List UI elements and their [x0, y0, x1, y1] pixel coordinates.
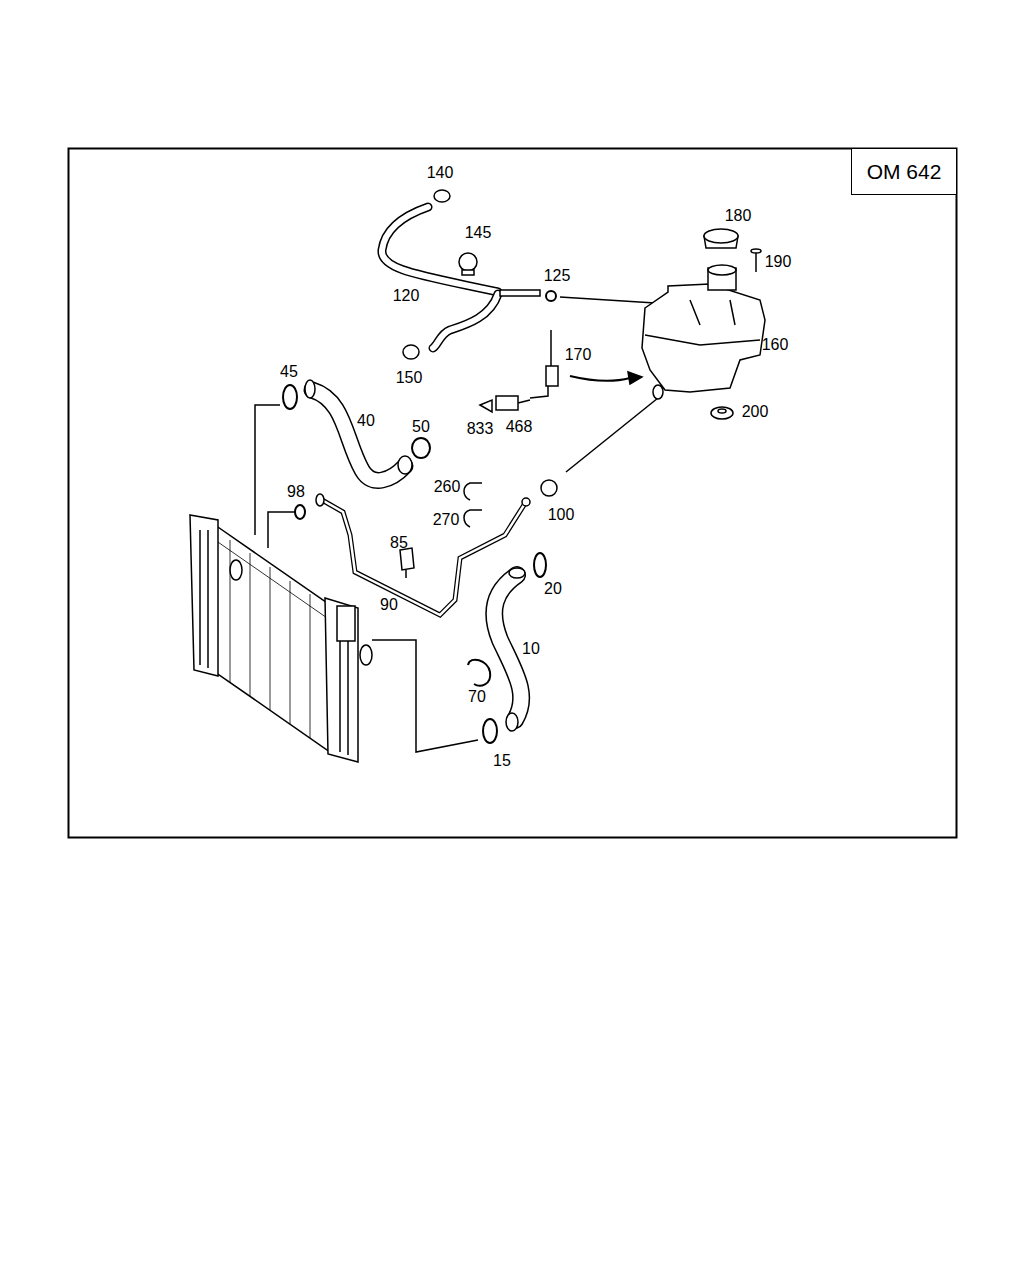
callout-number: 40	[357, 413, 375, 429]
callout-number: 180	[725, 208, 752, 224]
callout-number: 45	[280, 364, 298, 380]
callout-number: 50	[412, 419, 430, 435]
callout-number: 15	[493, 753, 511, 769]
callout-number: 20	[544, 581, 562, 597]
callout-number: 120	[393, 288, 420, 304]
callout-number: 100	[548, 507, 575, 523]
callout-number: 270	[433, 512, 460, 528]
callout-number: 170	[565, 347, 592, 363]
callout-number: 200	[742, 404, 769, 420]
callout-number: 468	[506, 419, 533, 435]
callout-number: 90	[380, 597, 398, 613]
engine-code-box: OM 642	[851, 148, 957, 195]
callout-number: 98	[287, 484, 305, 500]
callout-number: 70	[468, 689, 486, 705]
callout-number: 190	[765, 254, 792, 270]
callout-number: 10	[522, 641, 540, 657]
engine-code: OM 642	[867, 160, 942, 184]
callout-number: 160	[762, 337, 789, 353]
callout-number: 145	[465, 225, 492, 241]
callout-number: 85	[390, 535, 408, 551]
callout-number: 140	[427, 165, 454, 181]
callout-number: 125	[544, 268, 571, 284]
callout-number: 833	[467, 421, 494, 437]
callout-number: 260	[434, 479, 461, 495]
callout-number: 150	[396, 370, 423, 386]
